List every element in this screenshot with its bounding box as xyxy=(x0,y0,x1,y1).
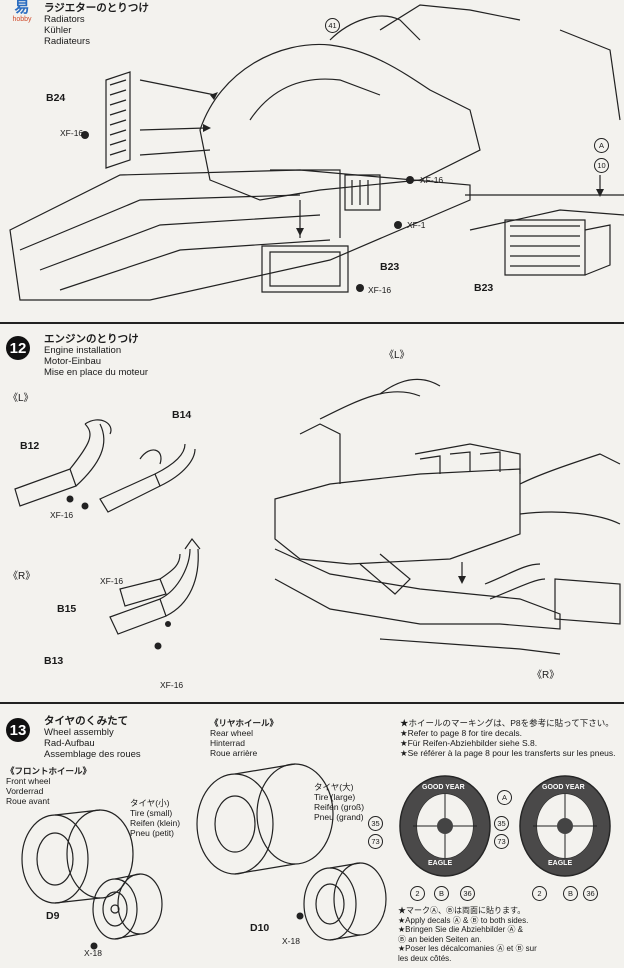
tire-brand-right: GOOD YEAR xyxy=(542,784,585,791)
decal-36-marker-right: 36 xyxy=(583,886,598,901)
part-b15-label: B15 xyxy=(57,603,77,615)
paint-xf16-label-c: XF-16 xyxy=(368,285,392,295)
tire-large-jp: タイヤ(大) xyxy=(314,782,354,792)
step-11-drawing xyxy=(9,4,624,301)
left-tag-label-engine: 《L》 xyxy=(384,350,410,361)
paint-x18-label-a: X-18 xyxy=(84,948,102,958)
part-b24-label: B24 xyxy=(46,92,66,104)
tire-note-en: ★Refer to page 8 for tire decals. xyxy=(400,728,522,738)
step-12-drawing xyxy=(14,378,621,655)
step-11-title-de: Kühler xyxy=(44,25,72,36)
tire-small-en: Tire (small) xyxy=(130,808,173,818)
tire-small-de: Reifen (klein) xyxy=(130,818,181,828)
step-12-title-en: Engine installation xyxy=(44,345,122,356)
step-12-header: エンジンのとりつけ Engine installation Motor-Einb… xyxy=(44,333,149,379)
tire-large-en: Tire (large) xyxy=(314,792,356,802)
step-12-title-de: Motor-Einbau xyxy=(44,356,102,367)
both-note-fr-2: les deux côtés. xyxy=(398,953,452,963)
step-11-title-fr: Radiateurs xyxy=(44,36,90,47)
paint-xf1-label: XF-1 xyxy=(407,220,426,230)
tire-large-label: タイヤ(大) Tire (large) Reifen (groß) Pneu (… xyxy=(314,782,364,822)
tire-large-fr: Pneu (grand) xyxy=(314,812,364,822)
decal-a-marker: A xyxy=(594,138,609,153)
right-tag-label-engine: 《R》 xyxy=(532,670,560,681)
part-b23-label-a: B23 xyxy=(380,261,400,273)
right-tag-label: 《R》 xyxy=(8,571,36,582)
rear-wheel-fr: Roue arrière xyxy=(210,748,258,758)
tire-large-de: Reifen (groß) xyxy=(314,802,365,812)
decal-b-marker-left: B xyxy=(434,886,449,901)
step-11-header: ラジエターのとりつけ Radiators Kühler Radiateurs xyxy=(44,2,149,48)
step-13-header: タイヤのくみたて Wheel assembly Rad-Aufbau Assem… xyxy=(44,715,141,761)
both-note-fr-1: ★Poser les décalcomanies Ⓐ et Ⓑ sur xyxy=(398,944,537,953)
step-11-title-en: Radiators xyxy=(44,14,85,25)
step-12-engine: 12 エンジンのとりつけ Engine installation Motor-E… xyxy=(0,322,624,704)
decal-b-marker-right: B xyxy=(563,886,578,901)
paint-xf16-label-a: XF-16 xyxy=(60,128,84,138)
both-note-jp: ★マークⒶ、Ⓑは両面に貼ります。 xyxy=(398,906,526,915)
part-b13-label: B13 xyxy=(44,655,64,667)
front-wheel-jp: 《フロントホイール》 xyxy=(6,766,92,776)
step-11-title-jp: ラジエターのとりつけ xyxy=(44,2,149,14)
both-note-de-1: ★Bringen Sie die Abziehbilder Ⓐ & xyxy=(398,925,524,934)
left-tag-label: 《L》 xyxy=(8,393,34,404)
step-13-number: 13 xyxy=(6,718,30,742)
both-sides-notes: ★マークⒶ、Ⓑは両面に貼ります。 ★Apply decals Ⓐ & Ⓑ to … xyxy=(398,906,537,963)
tire-small-jp: タイヤ(小) xyxy=(130,798,170,808)
front-wheel-label: 《フロントホイール》 Front wheel Vorderrad Roue av… xyxy=(6,766,91,806)
part-d9-label: D9 xyxy=(46,910,60,922)
watermark-logo: 易 hobby xyxy=(2,0,42,30)
watermark-big: 易 xyxy=(14,0,30,16)
step-12-number: 12 xyxy=(6,336,30,360)
step-13-title-en: Wheel assembly xyxy=(44,727,114,738)
paint-xf16-label-b: XF-16 xyxy=(100,576,124,586)
decal-73-marker-left: 73 xyxy=(368,834,383,849)
part-b14-label: B14 xyxy=(172,409,192,421)
paint-xf16-label-b: XF-16 xyxy=(420,175,444,185)
rear-wheel-jp: 《リヤホイール》 xyxy=(210,718,279,728)
paint-x18-label-b: X-18 xyxy=(282,936,300,946)
decal-35-marker-left: 35 xyxy=(368,816,383,831)
decal-73-marker-right: 73 xyxy=(494,834,509,849)
tire-note-fr: ★Se référer à la page 8 pour les transfe… xyxy=(400,748,616,758)
tire-note-jp: ★ホイールのマーキングは、P8を参考に貼って下さい。 xyxy=(400,718,614,728)
step-12-title-jp: エンジンのとりつけ xyxy=(44,333,139,345)
step-13-title-jp: タイヤのくみたて xyxy=(44,715,129,727)
tire-decal-notes: ★ホイールのマーキングは、P8を参考に貼って下さい。 ★Refer to pag… xyxy=(400,718,616,758)
decal-35-marker-right: 35 xyxy=(494,816,509,831)
step-12-title-fr: Mise en place du moteur xyxy=(44,367,149,378)
both-note-de-2: Ⓑ an beiden Seiten an. xyxy=(398,934,482,944)
decal-36-marker-left: 36 xyxy=(460,886,475,901)
tire-brand2-right: EAGLE xyxy=(548,860,573,867)
tire-brand2-left: EAGLE xyxy=(428,860,453,867)
rear-wheel-en: Rear wheel xyxy=(210,728,253,738)
tire-small-label: タイヤ(小) Tire (small) Reifen (klein) Pneu … xyxy=(130,798,180,838)
decal-2-marker-right: 2 xyxy=(532,886,547,901)
decal-41-marker: 41 xyxy=(325,18,340,33)
front-wheel-fr: Roue avant xyxy=(6,796,50,806)
step-13-title-de: Rad-Aufbau xyxy=(44,738,95,749)
step-13-drawing xyxy=(21,763,611,950)
decal-a-marker: A xyxy=(497,790,512,805)
tire-small-fr: Pneu (petit) xyxy=(130,828,174,838)
tire-brand-left: GOOD YEAR xyxy=(422,784,465,791)
step-11-radiators: ラジエターのとりつけ Radiators Kühler Radiateurs xyxy=(0,0,624,322)
both-note-en: ★Apply decals Ⓐ & Ⓑ to both sides. xyxy=(398,915,529,925)
step-13-title-fr: Assemblage des roues xyxy=(44,749,141,760)
tire-note-de: ★Für Reifen-Abziehbilder siehe S.8. xyxy=(400,738,538,748)
step-13-wheels: 13 タイヤのくみたて Wheel assembly Rad-Aufbau As… xyxy=(0,702,624,968)
watermark-small: hobby xyxy=(12,16,32,23)
part-b23-label-b: B23 xyxy=(474,282,494,294)
paint-xf16-label-a: XF-16 xyxy=(50,510,74,520)
decal-2-marker-left: 2 xyxy=(410,886,425,901)
rear-wheel-label: 《リヤホイール》 Rear wheel Hinterrad Roue arriè… xyxy=(210,718,278,758)
paint-xf16-label-c: XF-16 xyxy=(160,680,184,690)
decal-10-marker: 10 xyxy=(594,158,609,173)
front-wheel-en: Front wheel xyxy=(6,776,51,786)
part-b12-label: B12 xyxy=(20,440,40,452)
rear-wheel-de: Hinterrad xyxy=(210,738,245,748)
part-d10-label: D10 xyxy=(250,922,270,934)
front-wheel-de: Vorderrad xyxy=(6,786,44,796)
